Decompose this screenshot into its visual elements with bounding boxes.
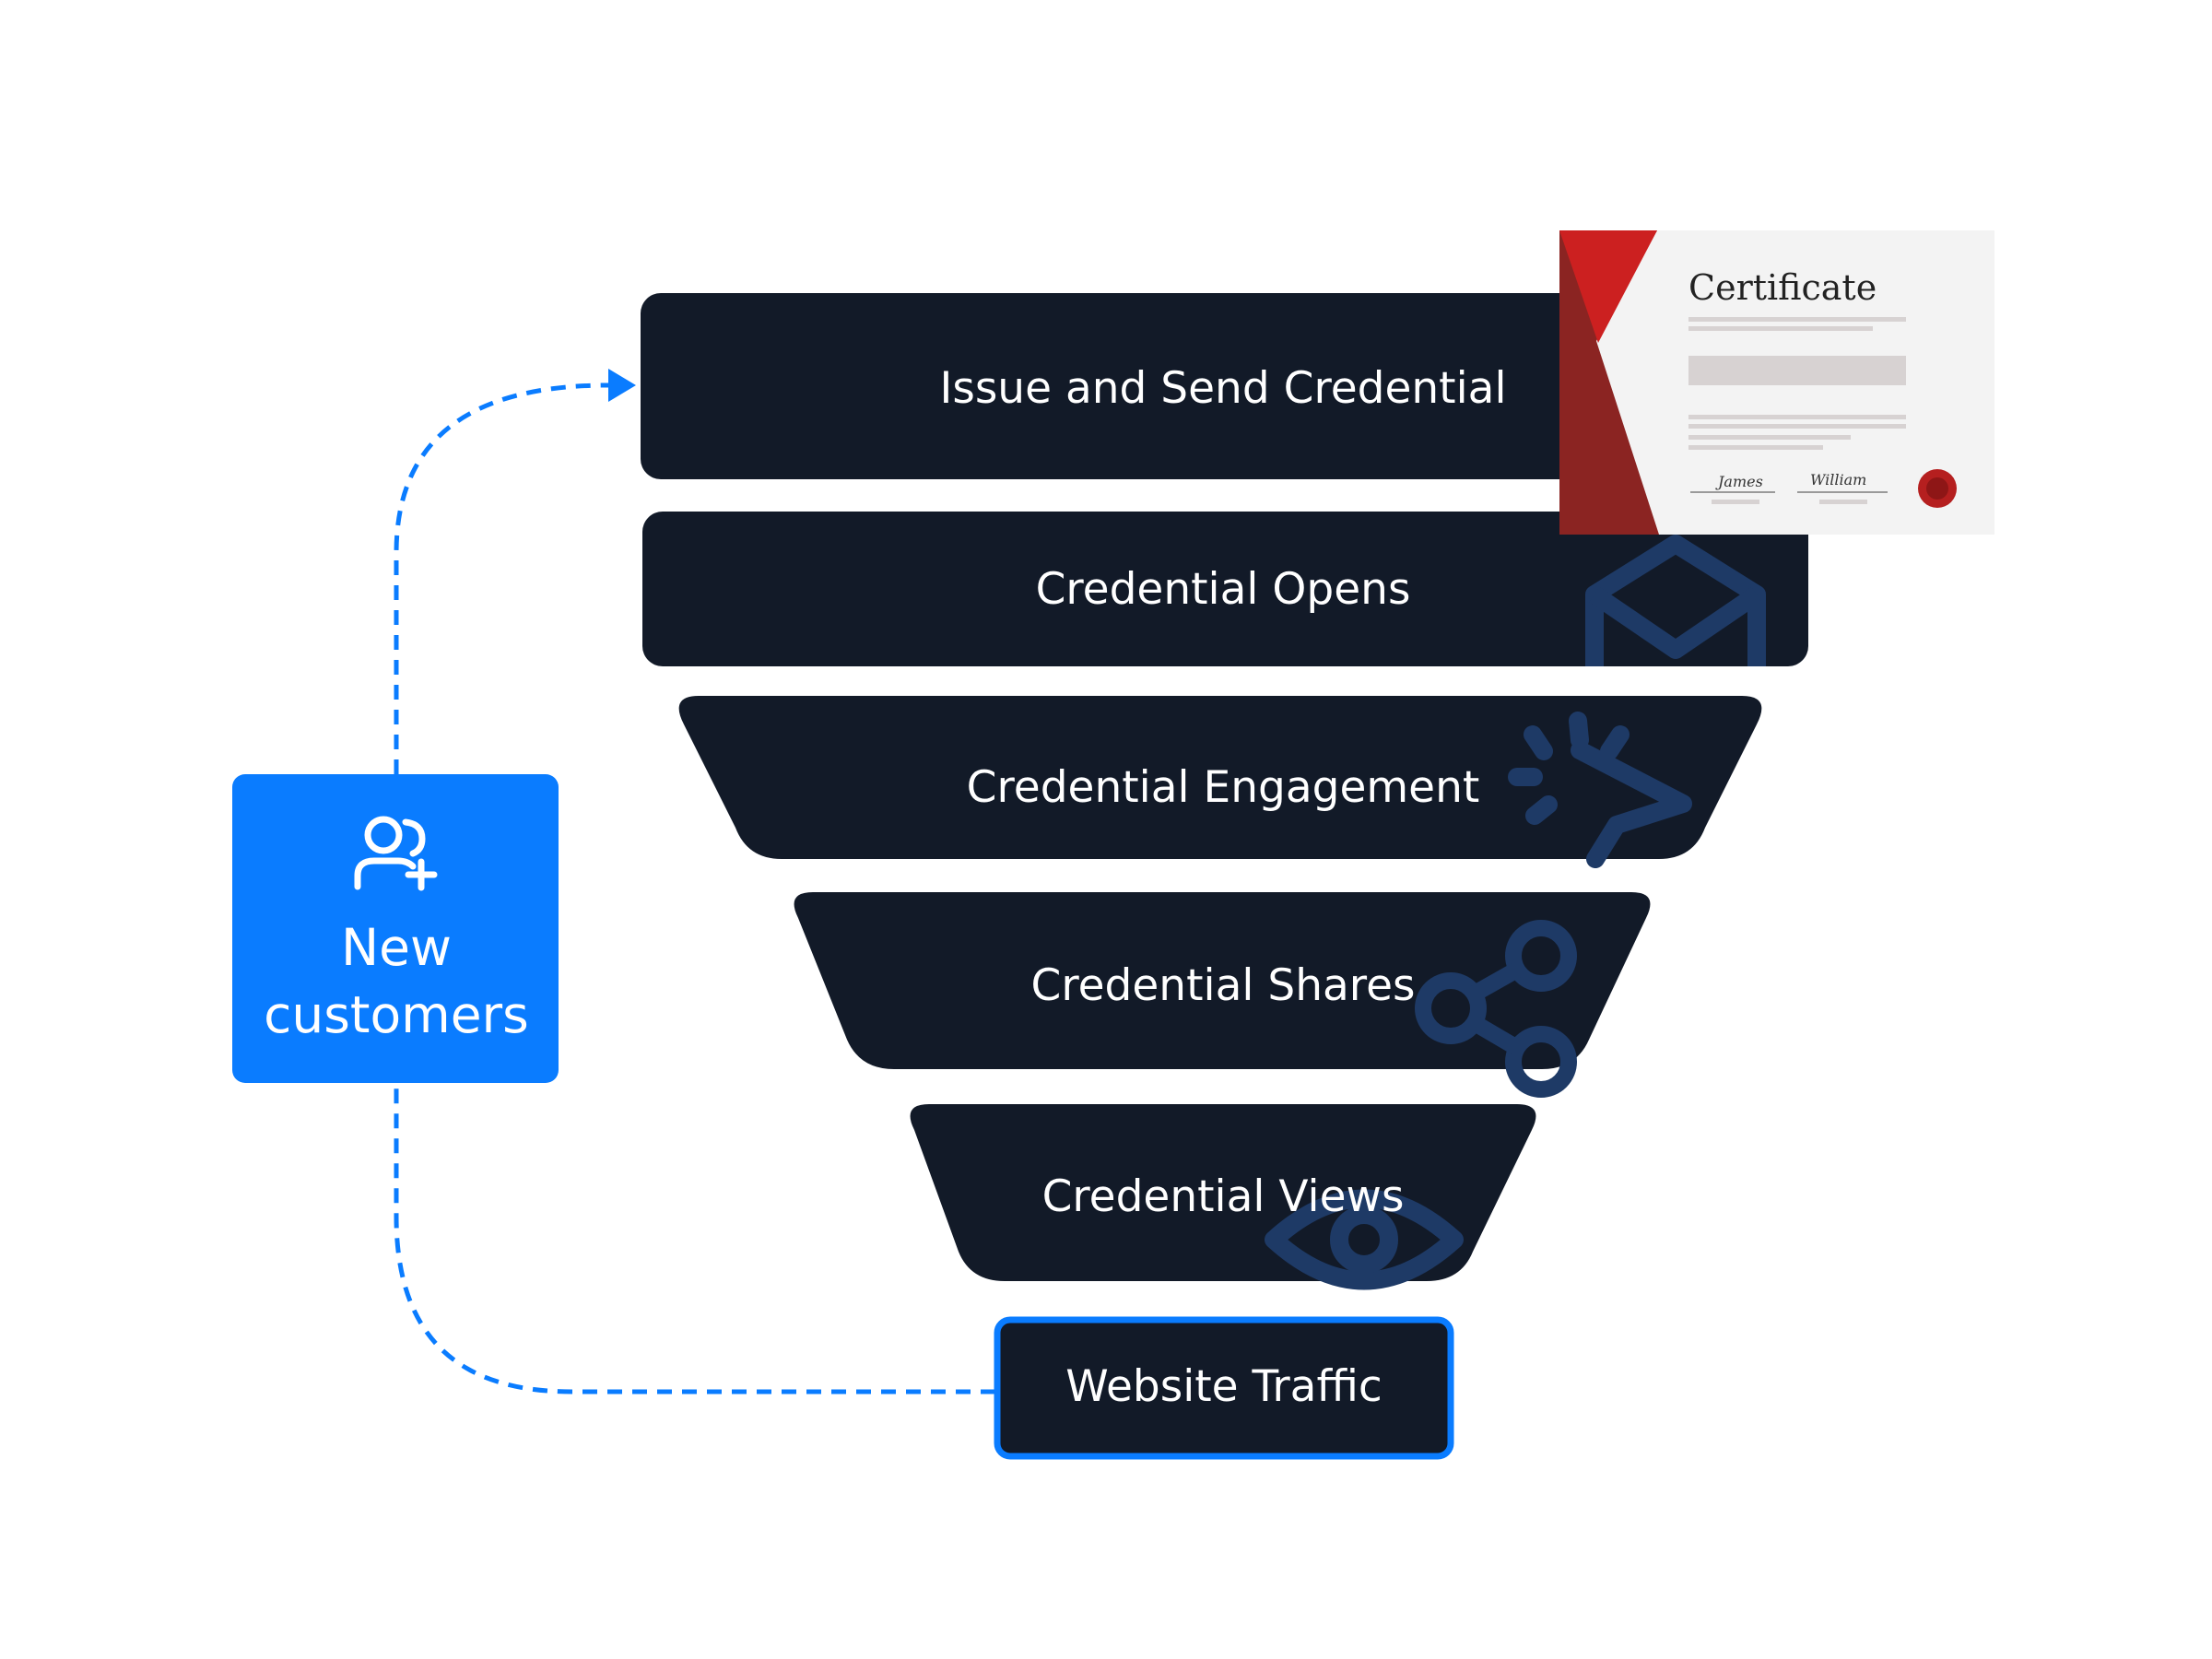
- arrowhead-icon: [608, 369, 636, 402]
- stage-label: Credential Opens: [1036, 564, 1411, 615]
- stage-credential-engagement: Credential Engagement: [678, 696, 1762, 868]
- stage-credential-opens: Credential Opens: [642, 512, 1808, 666]
- customers-label-line2: customers: [264, 985, 529, 1044]
- seal-icon: [1918, 469, 1957, 508]
- user-add-icon: [354, 816, 438, 891]
- stage-website-traffic: Website Traffic: [994, 1316, 1454, 1460]
- signature-left: James: [1715, 473, 1763, 490]
- stage-label: Credential Views: [1042, 1171, 1405, 1222]
- stage-credential-views: Credential Views: [910, 1104, 1536, 1290]
- envelope-open-icon: [1585, 535, 1766, 666]
- eye-icon: [1265, 1189, 1464, 1290]
- share-icon: [1415, 920, 1577, 1098]
- stage-label: Credential Engagement: [967, 762, 1480, 813]
- signature-right: William: [1810, 471, 1866, 488]
- certificate-image: Certificate James William: [1559, 230, 1994, 535]
- certificate-title: Certificate: [1688, 267, 1877, 308]
- connector-loop-back: [394, 1083, 995, 1394]
- stage-label: Issue and Send Credential: [939, 363, 1506, 414]
- customers-label-line1: New: [341, 918, 452, 977]
- connector-up-arrow: [394, 382, 619, 774]
- stage-credential-shares: Credential Shares: [794, 892, 1651, 1098]
- stage-label: Website Traffic: [1065, 1361, 1382, 1412]
- stage-label: Credential Shares: [1031, 960, 1416, 1011]
- new-customers-box: New customers: [232, 774, 559, 1083]
- cursor-click-icon: [1508, 712, 1692, 868]
